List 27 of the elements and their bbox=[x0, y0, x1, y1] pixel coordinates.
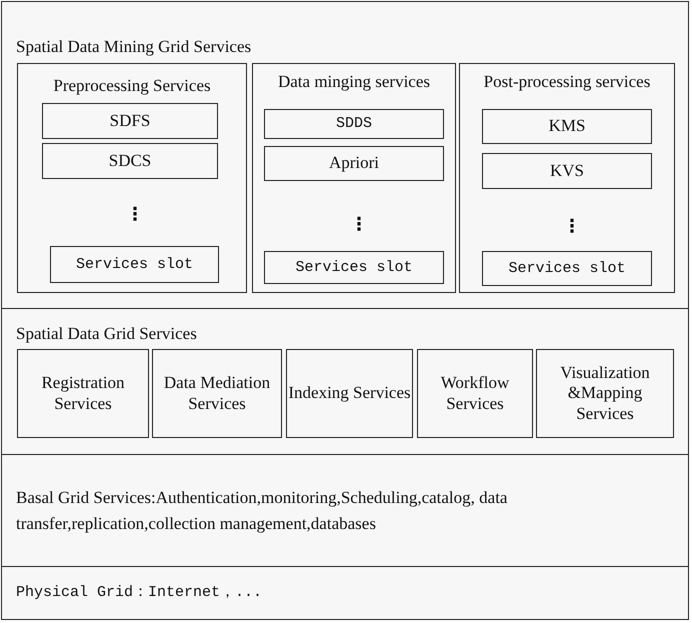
group-heading: Preprocessing Services bbox=[52, 76, 212, 96]
service-group-box bbox=[17, 63, 247, 293]
service-box: Workflow Services bbox=[417, 349, 533, 438]
ellipsis-mark: ⋮ bbox=[563, 216, 581, 237]
layer-panel: Basal Grid Services:Authentication,monitoring,Scheduling,catalog, data transfer,replication,collection management,databases bbox=[2, 454, 688, 566]
service-box: Data Mediation Services bbox=[152, 349, 282, 438]
ellipsis-mark: ⋮ bbox=[350, 214, 368, 235]
service-box: Services slot bbox=[50, 246, 219, 283]
service-box: Apriori bbox=[264, 146, 444, 181]
layer-heading: Spatial Data Grid Services bbox=[16, 323, 197, 345]
layer-panel: Physical Grid：Internet，... bbox=[2, 566, 688, 620]
group-heading: Data minging services bbox=[276, 72, 431, 92]
service-box: SDCS bbox=[42, 143, 218, 179]
service-box: KMS bbox=[482, 109, 652, 144]
service-group-box bbox=[459, 63, 675, 293]
layer-heading: Spatial Data Mining Grid Services bbox=[16, 36, 252, 58]
service-box: Services slot bbox=[482, 251, 652, 286]
service-box: SDFS bbox=[42, 103, 218, 139]
service-box: Services slot bbox=[264, 251, 444, 284]
group-heading: Post-processing services bbox=[482, 72, 652, 92]
service-box: Registration Services bbox=[17, 349, 149, 438]
ellipsis-mark: ⋮ bbox=[126, 204, 144, 225]
service-group-box bbox=[252, 63, 456, 293]
service-box: Visualization &Mapping Services bbox=[536, 349, 674, 438]
service-box: KVS bbox=[482, 153, 652, 189]
service-box: Indexing Services bbox=[286, 349, 413, 438]
service-box: SDDS bbox=[264, 109, 444, 139]
